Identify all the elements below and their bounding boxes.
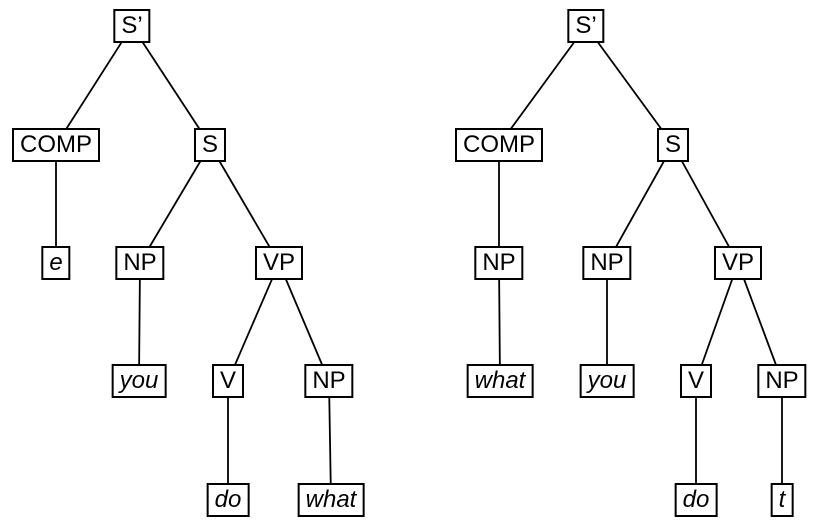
tree-node-v: V — [211, 364, 245, 398]
tree-node-t: t — [770, 483, 794, 517]
tree-edge-sbar-s — [131, 25, 211, 146]
tree-edge-np_subj-you — [138, 262, 141, 382]
tree-node-what: what — [466, 364, 534, 398]
tree-node-e: e — [41, 246, 71, 280]
tree-edge-s-vp — [209, 144, 280, 264]
tree-edge-s-np_subj — [139, 144, 211, 264]
tree-node-v: V — [679, 364, 713, 398]
tree-edge-s-np_subj — [606, 144, 674, 264]
tree-node-what: what — [297, 483, 365, 517]
tree-node-np_obj: NP — [757, 364, 807, 398]
tree-node-np_subj: NP — [115, 246, 165, 280]
tree-node-comp: COMP — [455, 128, 543, 162]
tree-edge-vp-v — [695, 262, 739, 382]
tree-edge-sbar-comp — [55, 25, 133, 146]
tree-edge-vp-np_obj — [278, 262, 330, 382]
tree-edge-np_obj-what — [328, 380, 332, 501]
tree-node-do: do — [206, 483, 250, 517]
tree-node-do: do — [674, 483, 718, 517]
tree-node-you: you — [111, 364, 167, 398]
tree-edge-vp-np_obj — [737, 262, 783, 382]
tree-node-s: S — [193, 128, 227, 162]
tree-edge-vp-v — [227, 262, 280, 382]
tree-node-np_subj: NP — [582, 246, 632, 280]
tree-node-sbar: S’ — [113, 9, 151, 43]
tree-node-sbar: S’ — [567, 9, 605, 43]
tree-node-np_obj: NP — [304, 364, 354, 398]
tree-edge-np_wh-what — [498, 262, 501, 382]
tree-node-comp: COMP — [12, 128, 100, 162]
tree-node-vp: VP — [254, 246, 304, 280]
tree-edge-sbar-s — [585, 25, 674, 146]
tree-node-you: you — [579, 364, 635, 398]
tree-edge-s-vp — [672, 144, 739, 264]
tree-node-vp: VP — [713, 246, 763, 280]
tree-node-np_wh: NP — [474, 246, 524, 280]
tree-edge-sbar-comp — [498, 25, 587, 146]
tree-node-s: S — [656, 128, 690, 162]
